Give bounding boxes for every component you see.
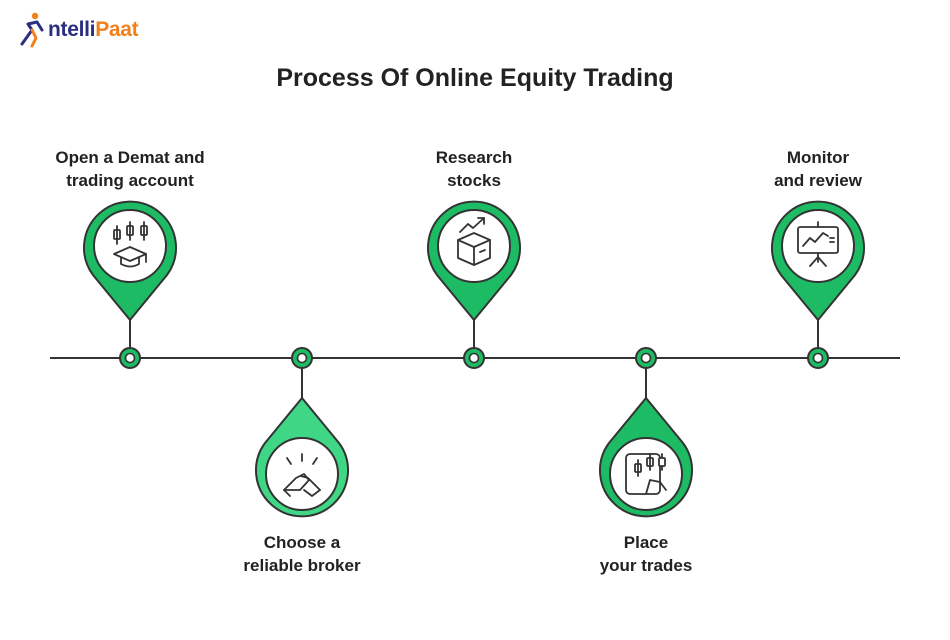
logo-runner-icon bbox=[20, 12, 44, 48]
step-2-pin bbox=[255, 347, 349, 518]
intellipaat-logo: ntelliPaat bbox=[18, 10, 139, 50]
step-3-label: Research stocks bbox=[364, 146, 584, 192]
candlestick-graduation-cap-icon bbox=[113, 221, 148, 268]
step-4-label-line1: Place bbox=[623, 533, 669, 552]
step-1-label-line2: trading account bbox=[66, 171, 194, 190]
page-title: Process Of Online Equity Trading bbox=[276, 64, 674, 92]
step-2-label: Choose a reliable broker bbox=[192, 531, 412, 577]
logo-text: ntelliPaat bbox=[48, 18, 139, 42]
step-1-label: Open a Demat and trading account bbox=[20, 146, 240, 192]
box-growth-chart-icon bbox=[457, 217, 491, 266]
step-5-label: Monitor and review bbox=[708, 146, 928, 192]
presentation-board-chart-icon bbox=[797, 221, 839, 267]
step-3-label-line2: stocks bbox=[447, 171, 501, 190]
step-2-label-line1: Choose a bbox=[263, 533, 341, 552]
step-5-label-line2: and review bbox=[774, 171, 862, 190]
step-1-pin bbox=[83, 200, 177, 369]
step-3-label-line1: Research bbox=[435, 148, 513, 167]
step-4-label-line2: your trades bbox=[599, 556, 693, 575]
step-3-pin bbox=[427, 200, 521, 369]
step-4-pin bbox=[599, 347, 693, 518]
step-4-label: Place your trades bbox=[536, 531, 756, 577]
step-2-label-line2: reliable broker bbox=[243, 556, 361, 575]
step-1-label-line1: Open a Demat and bbox=[55, 148, 205, 167]
step-5-label-line1: Monitor bbox=[786, 148, 850, 167]
step-5-pin bbox=[771, 200, 865, 369]
logo-text-part2: Paat bbox=[95, 18, 139, 41]
tablet-candlestick-icon bbox=[625, 453, 667, 495]
logo-text-part1: ntelli bbox=[48, 18, 96, 41]
handshake-icon bbox=[283, 453, 321, 497]
